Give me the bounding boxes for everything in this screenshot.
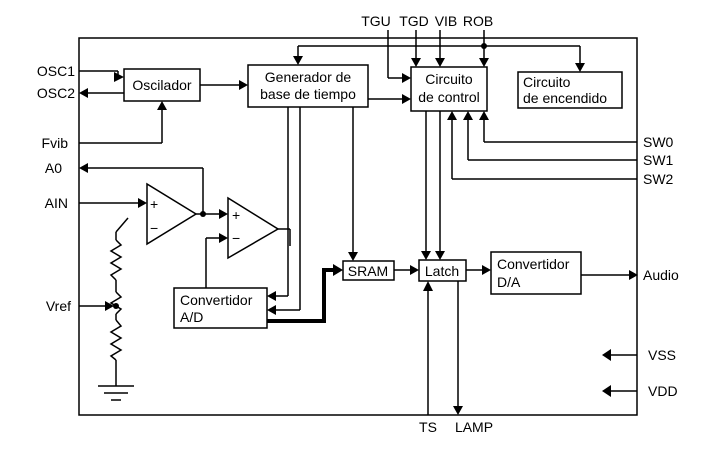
sram-label: SRAM xyxy=(348,263,388,279)
oscilador-label: Oscilador xyxy=(132,77,191,93)
circuito-control-block: Circuito de control xyxy=(410,66,488,112)
pin-vref: Vref xyxy=(46,298,71,314)
pin-tgu: TGU xyxy=(361,13,391,29)
ad-label-line2: A/D xyxy=(180,309,203,325)
pin-sw2: SW2 xyxy=(643,171,674,187)
sram-block: SRAM xyxy=(342,260,395,281)
pin-ts: TS xyxy=(419,419,437,435)
encendido-label-line1: Circuito xyxy=(523,74,571,90)
opamp2-minus-sign: − xyxy=(232,230,240,246)
latch-block: Latch xyxy=(418,259,467,282)
pin-fvib: Fvib xyxy=(42,135,69,151)
generador-label-line1: Generador de xyxy=(265,69,352,85)
connection-wires xyxy=(79,30,638,415)
pin-tgd: TGD xyxy=(399,13,429,29)
pin-rob: ROB xyxy=(463,13,493,29)
pin-vib: VIB xyxy=(435,13,458,29)
pin-ain: AIN xyxy=(45,195,68,211)
oscilador-block: Oscilador xyxy=(123,68,201,102)
pin-labels: OSC1 OSC2 Fvib A0 AIN Vref TGU TGD VIB R… xyxy=(37,13,679,435)
convertidor-ad-block: Convertidor A/D xyxy=(173,287,268,329)
generador-block: Generador de base de tiempo xyxy=(247,64,369,108)
opamp-1: + − xyxy=(146,182,198,246)
opamp-2: + − xyxy=(227,196,280,260)
convertidor-da-block: Convertidor D/A xyxy=(490,251,582,295)
pin-vdd: VDD xyxy=(648,383,678,399)
opamp2-plus-sign: + xyxy=(232,207,240,223)
pin-sw1: SW1 xyxy=(643,152,674,168)
control-label-line2: de control xyxy=(418,89,479,105)
ad-label-line1: Convertidor xyxy=(180,292,253,308)
pin-osc2: OSC2 xyxy=(37,85,75,101)
circuito-encendido-block: Circuito de encendido xyxy=(517,71,623,109)
encendido-label-line2: de encendido xyxy=(523,90,607,106)
opamp1-minus-sign: − xyxy=(150,220,158,236)
pin-a0: A0 xyxy=(45,160,62,176)
pin-vss: VSS xyxy=(648,347,676,363)
pin-lamp: LAMP xyxy=(455,419,493,435)
latch-label: Latch xyxy=(425,263,459,279)
pin-osc1: OSC1 xyxy=(37,63,75,79)
opamp1-plus-sign: + xyxy=(150,196,158,212)
da-label-line2: D/A xyxy=(497,274,521,290)
control-label-line1: Circuito xyxy=(425,71,473,87)
pin-audio: Audio xyxy=(643,267,679,283)
chip-outline xyxy=(78,37,638,416)
generador-label-line2: base de tiempo xyxy=(260,86,356,102)
da-label-line1: Convertidor xyxy=(497,256,570,272)
pin-sw0: SW0 xyxy=(643,134,674,150)
